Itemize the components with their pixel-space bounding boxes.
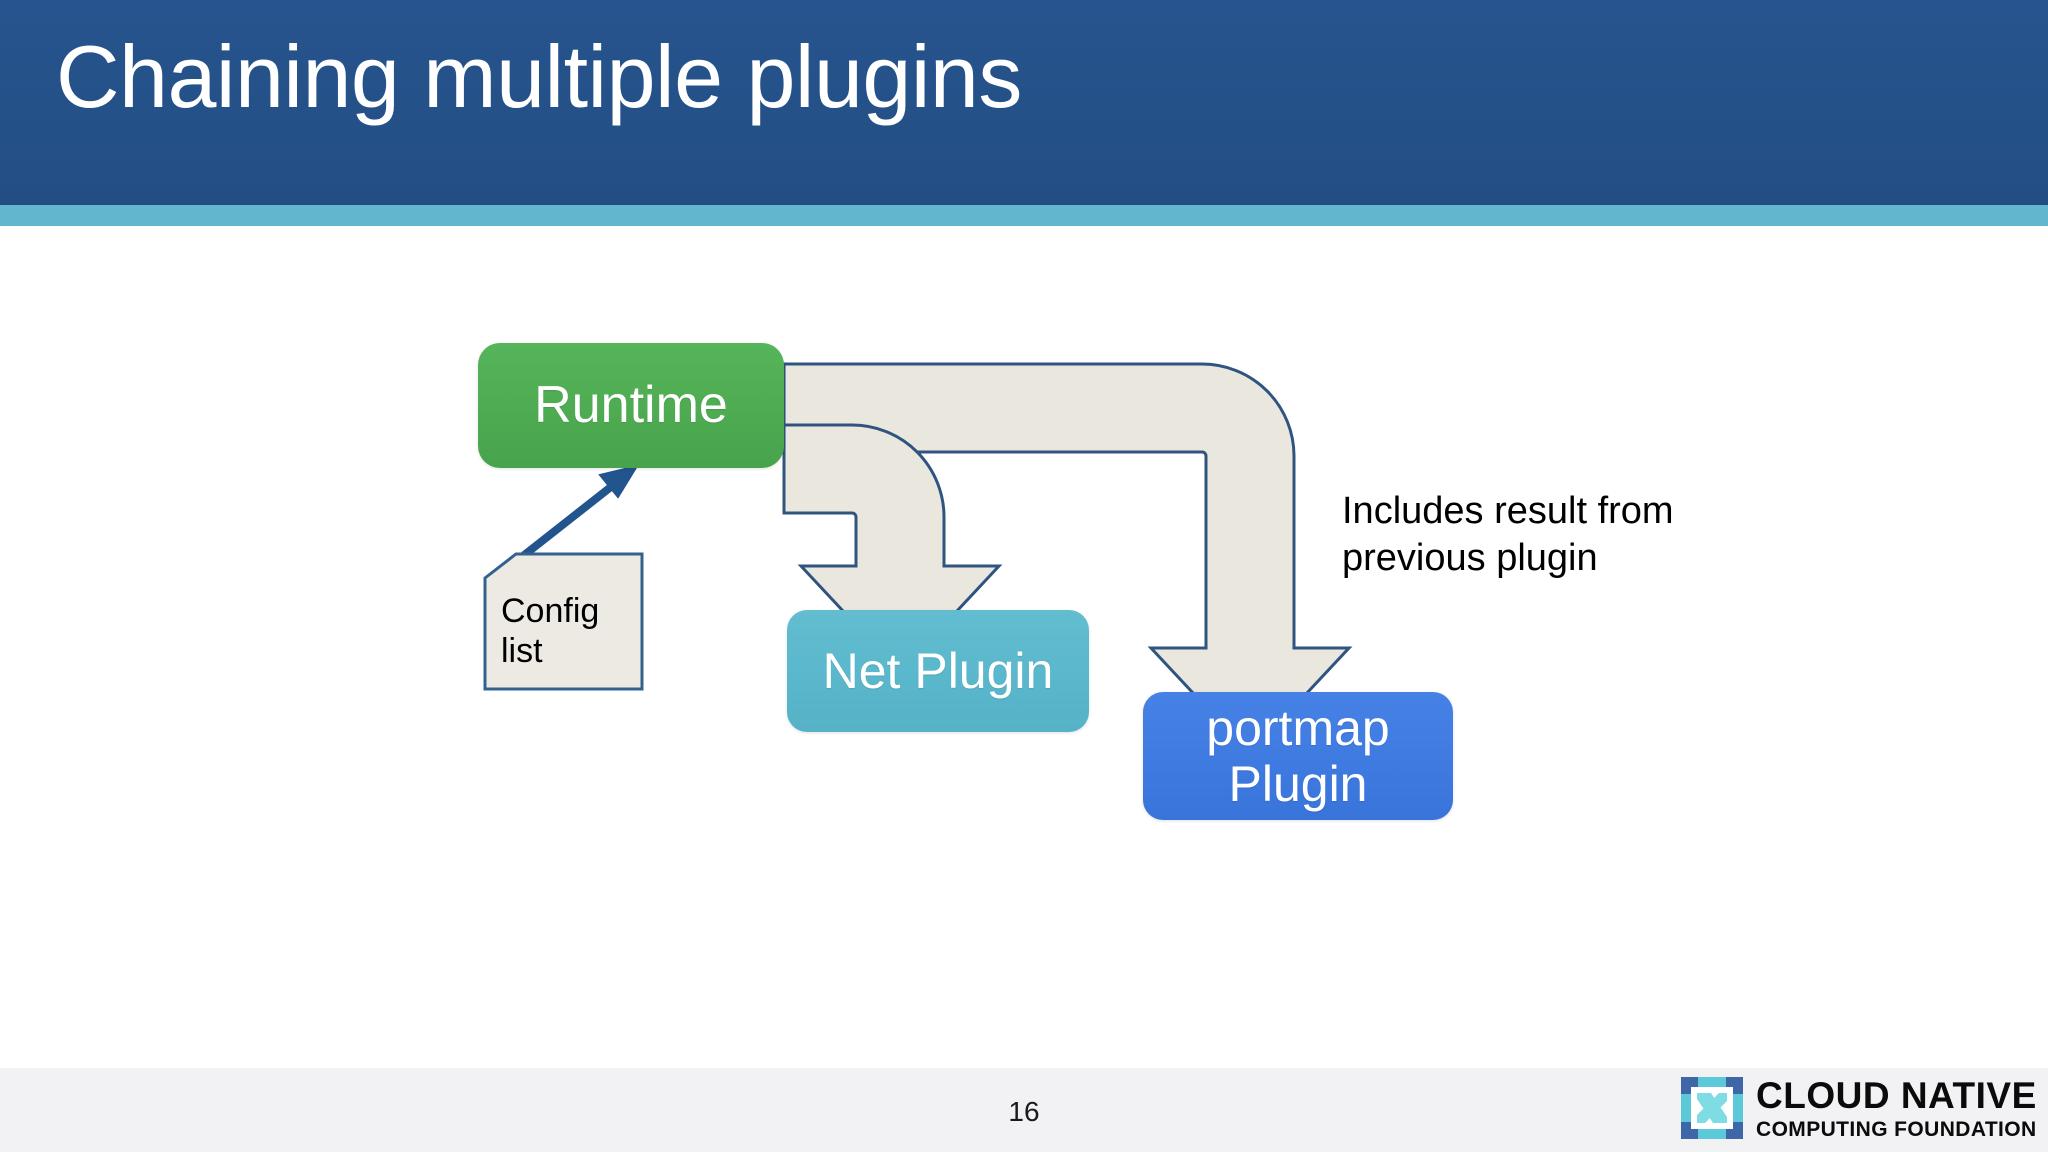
node-net-plugin-label: Net Plugin [822,643,1054,699]
node-portmap-plugin-label: portmap Plugin [1206,700,1390,812]
page-number: 16 [1008,1096,1040,1127]
page-title: Chaining multiple plugins [56,27,1022,126]
header-band [0,0,2048,205]
arrow-runtime-to-portmap [782,362,1353,757]
cncf-mark-icon [1681,1077,1743,1139]
node-runtime[interactable]: Runtime [478,343,784,468]
config-list-shape [483,552,644,691]
diagram-canvas: Runtime Config list Net Plugin portmap P… [0,226,2048,1068]
node-net-plugin[interactable]: Net Plugin [787,610,1089,732]
cncf-wordmark-line2: COMPUTING FOUNDATION [1756,1117,2037,1141]
header-accent-stripe [0,205,2048,226]
cncf-wordmark-line1: CLOUD NATIVE [1756,1074,2037,1116]
node-portmap-plugin[interactable]: portmap Plugin [1143,692,1453,820]
arrow-config-to-runtime [520,464,640,560]
node-config-list[interactable]: Config list [485,554,642,689]
cncf-logo: CLOUD NATIVE COMPUTING FOUNDATION [1681,1077,2037,1140]
node-config-list-label: Config list [501,592,600,670]
cncf-wordmark: CLOUD NATIVE COMPUTING FOUNDATION [1756,1077,2037,1140]
node-runtime-label: Runtime [534,376,728,435]
diagram-annotation: Includes result from previous plugin [1342,490,1674,580]
